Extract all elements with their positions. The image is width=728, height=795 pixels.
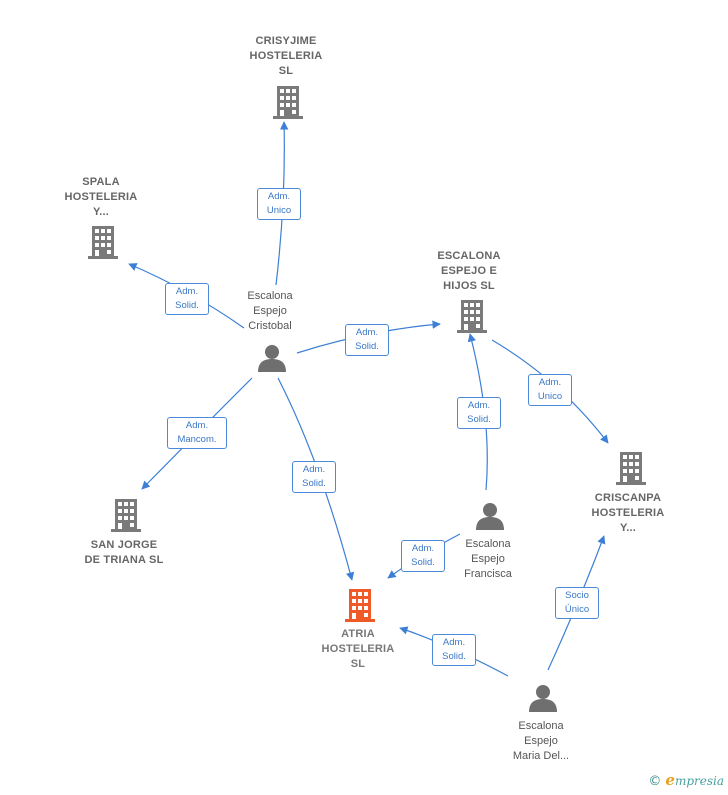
brand-initial: e [665,771,675,789]
node-label-san-jorge[interactable]: SAN JORGE DE TRIANA SL [84,539,164,566]
francisca-person-icon[interactable] [476,503,504,530]
brand-name: mpresia [674,774,724,788]
atria-building-icon[interactable] [345,589,375,622]
edge-label-escalona-hijos-criscanpa[interactable]: Adm.Unico [528,374,572,406]
brand-footer[interactable]: ©empresia [648,771,724,789]
spala-building-icon[interactable] [88,226,118,259]
edge-label-cristobal-san-jorge[interactable]: Adm.Mancom. [167,417,227,449]
node-label-criscanpa[interactable]: CRISCANPA HOSTELERIA Y... [591,492,665,534]
node-label-escalona-hijos[interactable]: ESCALONA ESPEJO E HIJOS SL [437,250,501,292]
node-label-spala[interactable]: SPALA HOSTELERIA Y... [64,176,138,218]
edge-label-cristobal-atria[interactable]: Adm.Solid. [292,461,336,493]
edge-label-cristobal-spala[interactable]: Adm.Solid. [165,283,209,315]
escalona-hijos-building-icon[interactable] [457,300,487,333]
copyright-symbol: © [648,774,662,789]
edge-label-francisca-atria[interactable]: Adm.Solid. [401,540,445,572]
person-label-cristobal[interactable]: Escalona Espejo Cristobal [247,290,293,332]
crisyjime-building-icon[interactable] [273,86,303,119]
edge-label-cristobal-crisyjime[interactable]: Adm.Unico [257,188,301,220]
cristobal-person-icon[interactable] [258,345,286,372]
edge-label-francisca-escalona-hijos[interactable]: Adm.Solid. [457,397,501,429]
node-label-atria[interactable]: ATRIA HOSTELERIA SL [321,628,395,670]
node-label-crisyjime[interactable]: CRISYJIME HOSTELERIA SL [249,35,323,77]
maria-person-icon[interactable] [529,685,557,712]
edge-label-cristobal-escalona-hijos[interactable]: Adm.Solid. [345,324,389,356]
edge-label-maria-atria[interactable]: Adm.Solid. [432,634,476,666]
person-label-maria[interactable]: Escalona Espejo Maria Del... [512,720,570,762]
san-jorge-building-icon[interactable] [111,499,141,532]
criscanpa-building-icon[interactable] [616,452,646,485]
person-label-francisca[interactable]: Escalona Espejo Francisca [464,538,512,580]
